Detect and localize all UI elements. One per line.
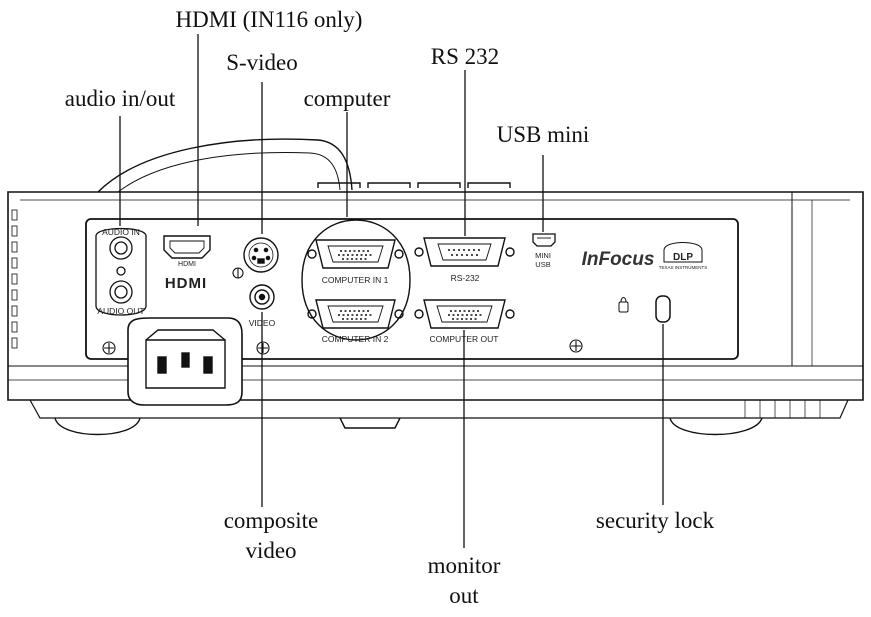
leader-lines xyxy=(119,34,664,548)
power-inlet-icon xyxy=(145,329,226,389)
audio-in-jack-icon[interactable] xyxy=(109,236,133,260)
callout-computer: computer xyxy=(304,86,391,111)
screw-icon xyxy=(569,339,583,353)
connector-panel xyxy=(85,218,739,406)
audio-out-jack-icon[interactable] xyxy=(109,280,133,304)
audio-in-label: AUDIO IN xyxy=(102,227,140,237)
callout-audio: audio in/out xyxy=(65,86,176,111)
computer-port-group xyxy=(301,219,411,341)
rs232-port-icon[interactable] xyxy=(414,237,515,267)
callout-composite-line2: video xyxy=(245,538,296,563)
callout-hdmi: HDMI (IN116 only) xyxy=(176,7,363,32)
audio-indicator-icon xyxy=(116,266,126,276)
svideo-symbol-icon xyxy=(232,267,244,279)
computer-out-vga-port-icon[interactable] xyxy=(414,299,515,329)
hdmi-port-icon[interactable] xyxy=(163,235,211,259)
computer-in-2-vga-port-icon[interactable] xyxy=(307,299,404,329)
callout-composite-line1: composite xyxy=(224,508,319,533)
screw-icon xyxy=(102,341,116,355)
security-lock-slot[interactable] xyxy=(655,295,671,323)
texas-instruments-label: TEXAS INSTRUMENTS xyxy=(659,265,708,270)
computer-in-1-label: COMPUTER IN 1 xyxy=(322,275,389,285)
projector-body xyxy=(7,138,864,436)
kensington-lock-icon xyxy=(618,297,629,313)
rs232-label: RS-232 xyxy=(451,273,480,283)
callout-usb-mini: USB mini xyxy=(497,122,590,147)
hdmi-logo: HDMI xyxy=(165,275,207,292)
computer-in-1-vga-port-icon[interactable] xyxy=(307,239,404,269)
callout-rs232: RS 232 xyxy=(431,44,499,69)
callout-monitor-line2: out xyxy=(449,583,479,608)
computer-in-2-label: COMPUTER IN 2 xyxy=(322,334,389,344)
dlp-logo-icon xyxy=(663,242,703,263)
callout-security-lock: security lock xyxy=(596,508,715,533)
usb-label: USB xyxy=(535,260,550,269)
callout-svideo: S-video xyxy=(226,50,298,75)
mini-label: MINI xyxy=(535,251,551,260)
audio-out-label: AUDIO OUT xyxy=(97,306,144,316)
hdmi-port-label: HDMI xyxy=(178,261,196,268)
callout-monitor-line1: monitor xyxy=(428,553,501,578)
svideo-port-icon[interactable] xyxy=(243,237,279,273)
dlp-label: DLP xyxy=(673,252,693,263)
screw-icon xyxy=(256,341,270,355)
infocus-logo: InFocus xyxy=(582,249,655,270)
usb-mini-port-icon[interactable] xyxy=(532,233,556,247)
audio-port-group xyxy=(95,227,147,316)
composite-video-jack-icon[interactable] xyxy=(249,284,275,310)
